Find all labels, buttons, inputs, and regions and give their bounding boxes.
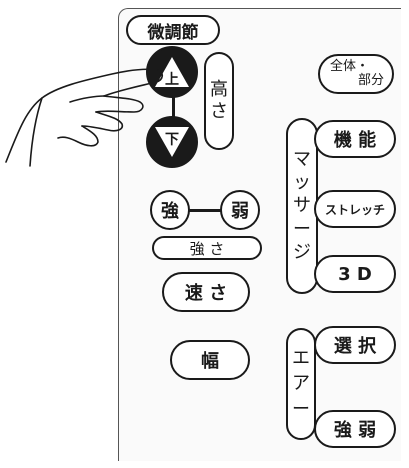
width-button[interactable]: 幅 <box>170 340 250 380</box>
stretch-button[interactable]: ストレッチ <box>314 190 396 228</box>
3d-button[interactable]: 3 D <box>314 255 396 293</box>
function-button[interactable]: 機 能 <box>314 120 396 158</box>
down-button[interactable]: 下 <box>146 116 198 168</box>
strength-connector <box>186 209 222 212</box>
weak-button[interactable]: 弱 <box>220 190 260 230</box>
air-char-1: エ <box>292 348 310 370</box>
air-label: エ ア ー <box>286 328 316 440</box>
height-label-char-2: さ <box>210 101 228 122</box>
massage-char-1: マ <box>293 148 311 170</box>
massage-char-5: ジ <box>293 242 311 264</box>
air-char-2: ア <box>292 373 310 395</box>
up-button[interactable]: 上 <box>146 46 198 98</box>
down-label: 下 <box>165 132 179 148</box>
height-label-char-1: 高 <box>210 78 228 100</box>
whole-partial-line-2: 部分 <box>357 73 384 88</box>
whole-partial-line-1: 全体・ <box>330 58 370 74</box>
strength-label: 強 さ <box>152 236 262 260</box>
up-down-connector <box>172 96 175 118</box>
speed-button[interactable]: 速 さ <box>162 272 250 312</box>
up-arrow-icon: 上 <box>155 57 189 88</box>
strong-button[interactable]: 強 <box>150 190 190 230</box>
massage-char-4: ー <box>293 218 311 240</box>
hand-pointing-icon <box>5 68 164 167</box>
air-char-3: ー <box>292 398 310 420</box>
whole-partial-button[interactable]: 全体・ 部分 <box>318 54 394 94</box>
height-label: 高 さ <box>204 52 234 150</box>
massage-char-3: サ <box>293 195 311 217</box>
massage-char-2: ッ <box>293 171 311 193</box>
down-arrow-icon: 下 <box>155 127 189 157</box>
select-button[interactable]: 選 択 <box>314 326 396 364</box>
up-label: 上 <box>165 72 179 88</box>
massage-label: マ ッ サ ー ジ <box>286 118 318 294</box>
air-strength-button[interactable]: 強 弱 <box>314 410 396 448</box>
micro-adjust-label: 微調節 <box>126 15 220 45</box>
